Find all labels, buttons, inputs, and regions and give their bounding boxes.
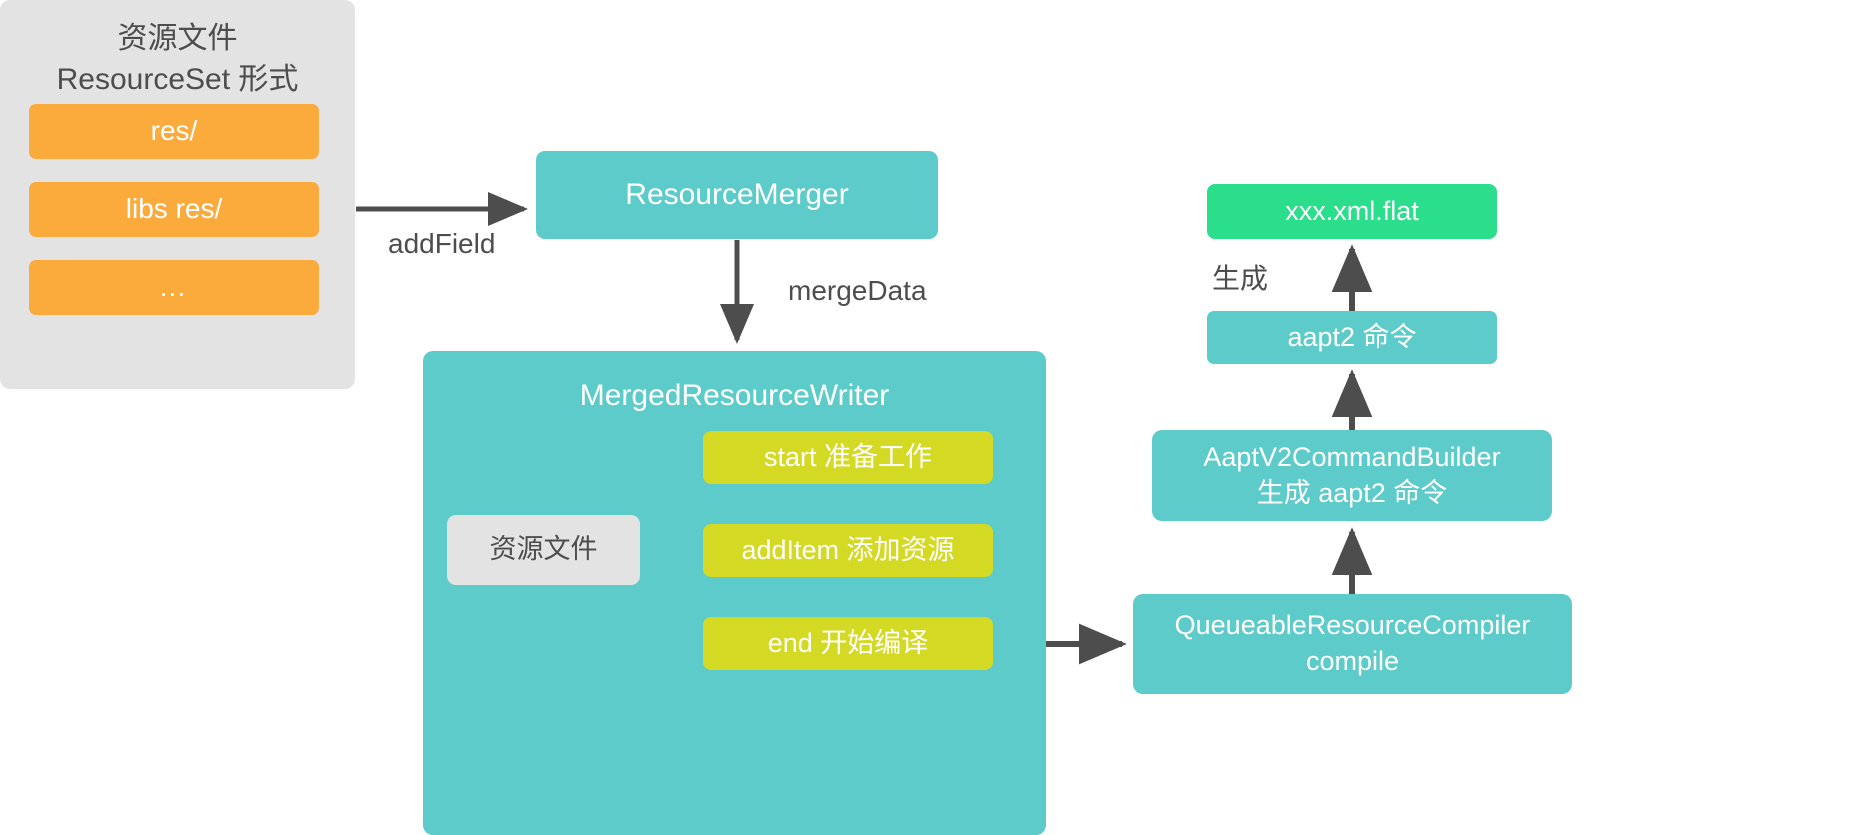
node-aapt2-command[interactable]: aapt2 命令 [1207,311,1497,364]
node-resource-merger[interactable]: ResourceMerger [536,151,938,239]
node-aaptv2-command-builder[interactable]: AaptV2CommandBuilder 生成 aapt2 命令 [1152,430,1552,521]
node-xml-flat-output[interactable]: xxx.xml.flat [1207,184,1497,239]
step-end-start-compile[interactable]: end 开始编译 [703,617,993,670]
resourceset-item-ellipsis[interactable]: … [29,260,319,315]
node-inner-resource-file[interactable]: 资源文件 [447,515,640,585]
resourceset-item-libs-res[interactable]: libs res/ [29,182,319,237]
step-start-prepare[interactable]: start 准备工作 [703,431,993,484]
node-queueable-resource-compiler[interactable]: QueueableResourceCompiler compile [1133,594,1572,694]
resourceset-item-res[interactable]: res/ [29,104,319,159]
resourceset-panel-title: 资源文件 ResourceSet 形式 [56,22,299,97]
merged-resource-writer-title: MergedResourceWriter [579,379,890,412]
node-merged-resource-writer[interactable]: MergedResourceWriter 资源文件 start 准备工作 add… [423,351,1046,835]
edge-label-add-field: addField [388,228,496,259]
resourceset-panel: 资源文件 ResourceSet 形式 res/ libs res/ … [0,0,355,389]
edge-label-generate: 生成 [1212,263,1269,294]
step-additem-add-resource[interactable]: addItem 添加资源 [703,524,993,577]
edge-label-merge-data: mergeData [788,275,927,306]
